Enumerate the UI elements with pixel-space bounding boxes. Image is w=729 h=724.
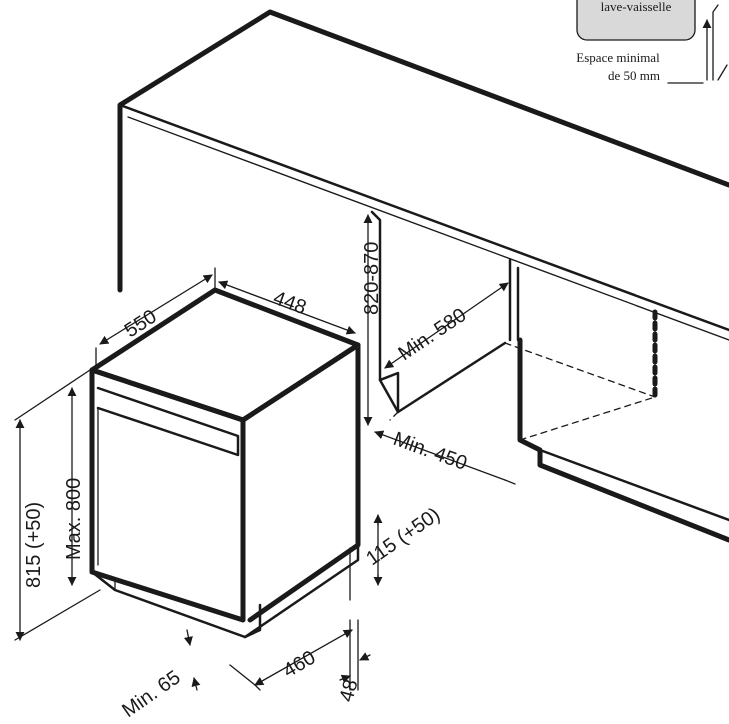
inset-note-line1: Espace minimal [576, 50, 660, 65]
cabinet-niche [370, 210, 729, 543]
dimension-lines [14, 214, 516, 691]
inset-wall-line [712, 4, 719, 81]
dim-min-width-label: Min. 450 [390, 428, 470, 475]
dim-plinth-gap-label: Min. 65 [118, 666, 184, 722]
dishwasher [89, 287, 361, 639]
control-panel [96, 386, 240, 457]
inset-label: lave-vaisselle [601, 0, 672, 14]
dim-max-height-label: Max. 800 [63, 478, 85, 560]
inset-detail: lave-vaisselle Espace minimal de 50 mm [576, 0, 728, 84]
dim-appliance-height-label: 815 (+50) [23, 502, 45, 588]
dim-depth-label: 550 [121, 306, 161, 343]
dishwasher-side [240, 342, 361, 623]
dim-min-depth-label: Min. 580 [394, 304, 470, 365]
inset-note-line2: de 50 mm [608, 68, 660, 83]
worktop [117, 9, 729, 341]
dishwasher-door [89, 367, 246, 623]
inset-counter-line [717, 64, 728, 81]
dim-plinth-label: 115 (+50) [362, 503, 444, 570]
dim-cabinet-height-label: 820-870 [361, 242, 383, 315]
inset-appliance-box [576, 0, 696, 41]
